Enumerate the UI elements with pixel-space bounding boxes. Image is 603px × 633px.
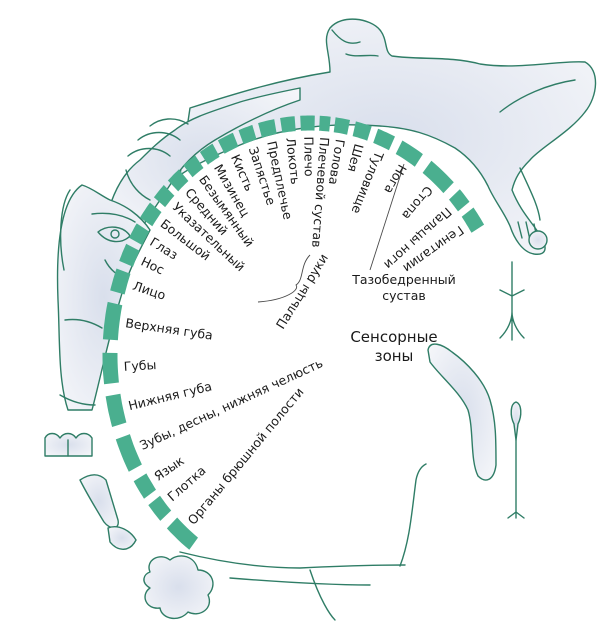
arc-segment-27 bbox=[148, 495, 172, 521]
finger-1 bbox=[149, 118, 189, 127]
arc-segment-16 bbox=[167, 169, 189, 192]
region-label: Нижняя губа bbox=[127, 378, 213, 413]
arc-segment-23 bbox=[102, 352, 119, 385]
arc-segment-9 bbox=[300, 115, 315, 131]
arc-segment-6 bbox=[352, 121, 372, 141]
region-label: Органы брюшной полости bbox=[185, 384, 307, 527]
mouth-parts bbox=[44, 432, 137, 550]
arc-segment-24 bbox=[105, 393, 127, 427]
arc-segment-20 bbox=[119, 243, 140, 267]
torso-leg-outline bbox=[179, 18, 597, 255]
arc-segment-21 bbox=[110, 268, 131, 295]
region-label: Плечо bbox=[301, 136, 316, 176]
eyebrow bbox=[91, 212, 136, 223]
region-label: Нога bbox=[381, 162, 410, 197]
arc-segment-28 bbox=[166, 517, 198, 550]
fingers-bracket bbox=[257, 254, 311, 303]
hip-joint-label-line1: Тазобедренный bbox=[351, 272, 456, 287]
pharynx bbox=[107, 526, 137, 550]
finger-2 bbox=[137, 131, 181, 141]
arc-segment-4 bbox=[395, 140, 423, 167]
kidney-shape bbox=[427, 343, 497, 481]
region-label: Лицо bbox=[131, 278, 168, 303]
right-structures bbox=[427, 261, 525, 519]
arc-segment-7 bbox=[333, 117, 350, 135]
nerve-1 bbox=[179, 551, 406, 586]
spine-line-bottom bbox=[507, 439, 525, 519]
arc-segment-22 bbox=[102, 301, 123, 341]
arc-segment-11 bbox=[258, 119, 277, 138]
region-label: Верхняя губа bbox=[124, 315, 213, 343]
arc-segment-2 bbox=[449, 189, 470, 212]
region-label: Шея bbox=[345, 142, 367, 173]
body-figure bbox=[179, 18, 597, 255]
bladder-loop bbox=[510, 401, 522, 441]
region-label: Губы bbox=[123, 357, 156, 374]
thumb bbox=[125, 169, 151, 201]
hip-joint-label-line2: сустав bbox=[382, 288, 425, 303]
nerve-branch-2 bbox=[309, 569, 336, 621]
foot-toe bbox=[528, 230, 548, 250]
pupil bbox=[110, 229, 120, 239]
arc-segment-13 bbox=[217, 132, 239, 154]
arc-segment-25 bbox=[115, 434, 142, 472]
sensory-arc bbox=[102, 115, 485, 550]
region-label: Нос bbox=[139, 254, 167, 278]
nerve-branch-1 bbox=[399, 463, 427, 567]
leg-crease bbox=[499, 79, 576, 221]
arc-segment-15 bbox=[183, 155, 204, 178]
arc-segment-3 bbox=[422, 160, 454, 194]
ear bbox=[59, 189, 71, 271]
arc-segment-14 bbox=[199, 143, 220, 165]
region-label: Локоть bbox=[283, 137, 303, 185]
arc-segment-8 bbox=[319, 115, 331, 132]
finger-3 bbox=[127, 147, 171, 157]
head-detail bbox=[331, 29, 379, 57]
arc-segment-10 bbox=[280, 116, 296, 133]
arc-segment-26 bbox=[133, 473, 156, 499]
diagram-title-line1: Сенсорные bbox=[350, 328, 437, 346]
abdominal-organs bbox=[143, 463, 427, 621]
fingers-group-label: Пальцы руки bbox=[273, 251, 331, 332]
arc-segment-5 bbox=[373, 128, 395, 151]
region-label: Голова bbox=[326, 138, 348, 186]
face-outline bbox=[56, 184, 151, 411]
arc-segment-18 bbox=[140, 202, 162, 227]
arc-segment-17 bbox=[153, 185, 175, 208]
tongue bbox=[79, 474, 119, 529]
spine-line-top bbox=[499, 261, 525, 341]
arc-segment-19 bbox=[129, 223, 150, 246]
intestines bbox=[143, 555, 214, 619]
chin bbox=[59, 394, 96, 406]
diagram-title-line2: зоны bbox=[375, 347, 414, 365]
face-figure bbox=[56, 184, 151, 411]
region-label: Стопа bbox=[399, 183, 436, 223]
arc-segment-12 bbox=[238, 124, 257, 145]
mouth bbox=[64, 318, 103, 329]
arc-segment-1 bbox=[461, 207, 485, 233]
hip-leader-line bbox=[369, 163, 405, 271]
